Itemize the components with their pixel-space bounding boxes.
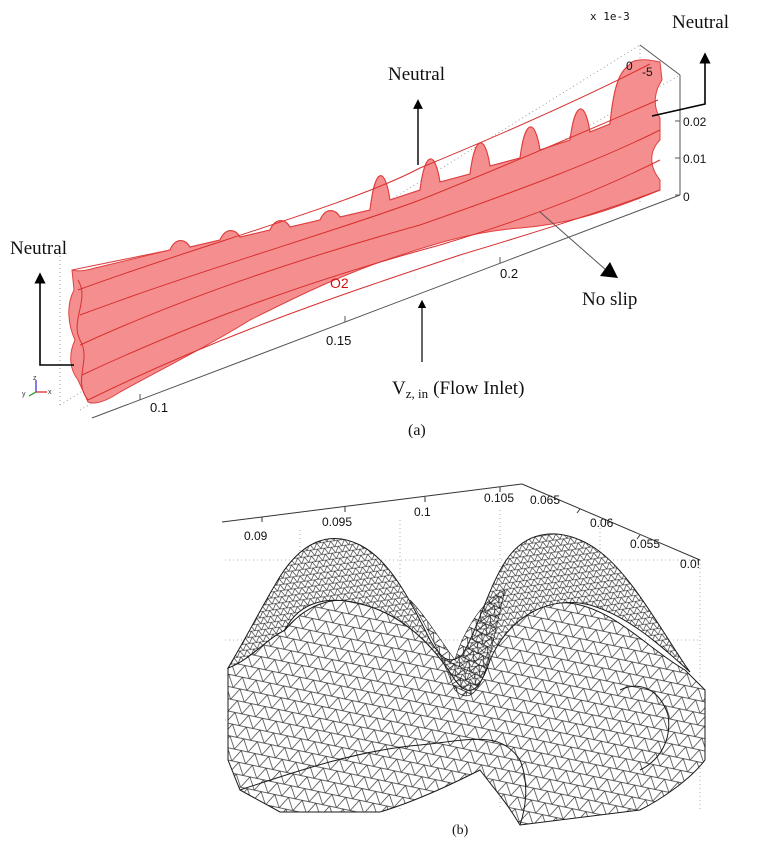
tick-b-01: 0.1 — [414, 505, 431, 519]
no-slip-label: No slip — [582, 289, 637, 310]
caption-a: (a) — [408, 422, 426, 439]
no-slip-arrow — [539, 211, 618, 278]
tick-b-006: 0.06 — [590, 516, 614, 530]
body-label: O2 — [330, 275, 349, 291]
tick-bottom-01: 0.1 — [150, 400, 168, 415]
panel-b-ticks — [261, 487, 641, 540]
scale-note: x 1e-3 — [590, 10, 630, 23]
neutral-left-label: Neutral — [10, 238, 67, 259]
tick-bottom-015: 0.15 — [326, 333, 351, 348]
neutral-mid-label: Neutral — [388, 64, 445, 85]
tick-right-001: 0.01 — [683, 152, 707, 166]
tick-right-top-neg5: -5 — [642, 65, 653, 79]
tick-right-002: 0.02 — [683, 115, 707, 129]
svg-text:y: y — [22, 391, 26, 398]
tick-b-0105: 0.105 — [484, 491, 514, 505]
channel-ridge — [71, 61, 633, 271]
panel-a-axes — [91, 44, 681, 419]
neutral-right-arrow — [651, 52, 711, 117]
mesh-front-ridge — [239, 738, 527, 826]
tick-b-0065: 0.065 — [530, 493, 560, 507]
tick-right-0: 0 — [683, 190, 690, 204]
flow-inlet-label: Vz, in(Flow Inlet) — [392, 378, 524, 401]
panel-b: 0.09 0.095 0.1 0.105 0.065 0.06 0.055 0.… — [221, 483, 706, 838]
tick-bottom-02: 0.2 — [500, 266, 518, 281]
tick-b-0055: 0.055 — [630, 537, 660, 551]
mesh-right-bump — [619, 685, 670, 771]
tick-b-005: 0.0! — [680, 557, 700, 571]
caption-b: (b) — [452, 823, 469, 838]
axis-triad-icon: z x y — [22, 375, 52, 398]
panel-b-axes — [221, 483, 701, 561]
svg-text:z: z — [33, 375, 37, 382]
tick-b-009: 0.09 — [244, 529, 268, 543]
tick-right-top-0: 0 — [626, 59, 633, 73]
mesh-lower-fill — [228, 600, 705, 825]
mesh-valley — [409, 589, 506, 697]
neutral-right-label: Neutral — [672, 12, 729, 33]
svg-text:x: x — [48, 389, 52, 396]
tick-b-0095: 0.095 — [322, 515, 352, 529]
panel-a-ticks — [139, 120, 680, 400]
channel-body — [68, 59, 663, 404]
panel-a: O2 x 1e-3 0 -5 0.02 0.01 0 0.2 0.15 0.1 … — [10, 10, 729, 439]
channel-lines — [76, 63, 661, 401]
mesh-upper-fill — [228, 533, 690, 691]
neutral-left-arrow — [34, 272, 74, 366]
